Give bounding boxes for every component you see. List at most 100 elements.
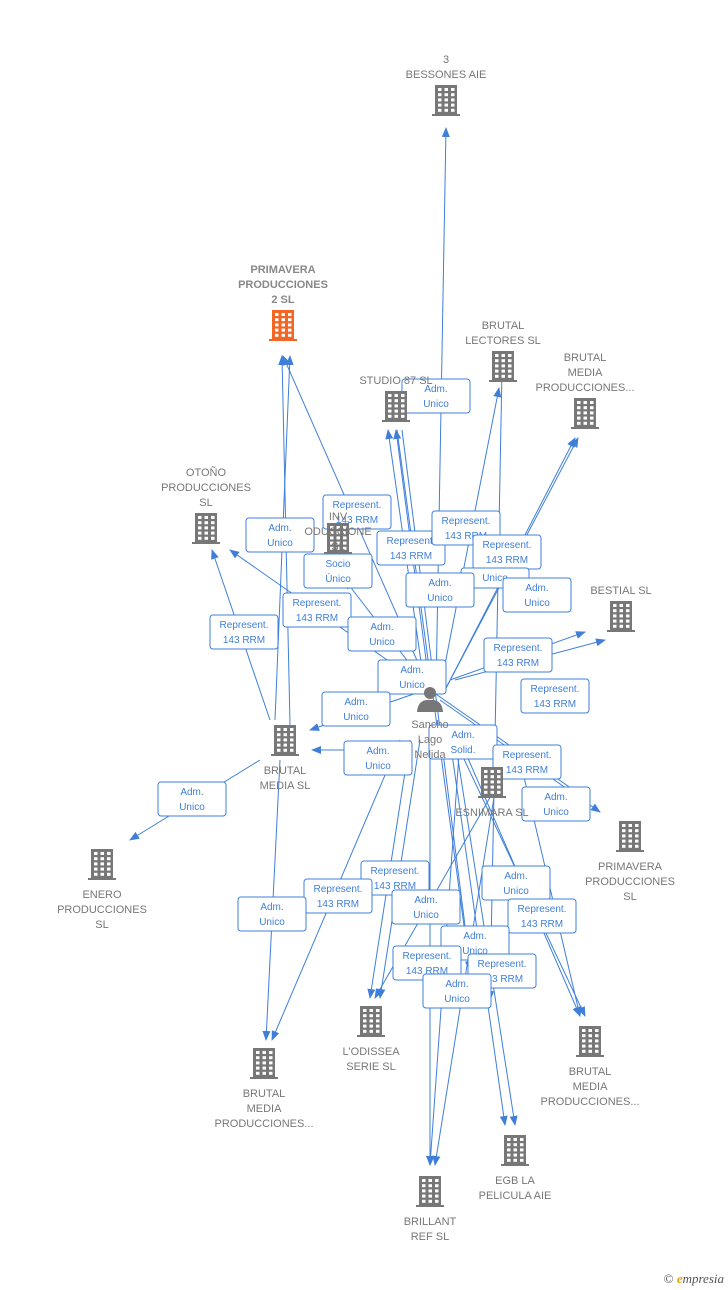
node-label-line: BRILLANT [404, 1216, 457, 1228]
edge-label-text: Represent. [220, 620, 269, 631]
node-label-line: PRODUCCIONES [585, 876, 675, 888]
edge-label-22[interactable]: Adm.Unico [157, 781, 227, 817]
edge-label-27[interactable]: Represent.143 RRM [507, 898, 577, 934]
edge-label-6[interactable]: Represent. 143 RRM [472, 534, 542, 570]
node-label-line: PRIMAVERA [250, 264, 315, 276]
edge-31 [486, 369, 503, 1001]
edge-label-12[interactable]: Adm.Unico [347, 616, 417, 652]
node-label-line: Nelida [414, 749, 446, 761]
edge-label-text: Adm. [424, 384, 447, 395]
edge-label-text: 143 RRM [486, 555, 528, 566]
edge-label-text: Adm. [344, 697, 367, 708]
node-bmp_top[interactable]: BRUTALMEDIAPRODUCCIONES... [535, 352, 635, 429]
edge-label-text: Represent. [503, 750, 552, 761]
node-label-line: INV [329, 511, 348, 523]
edge-label-text: 143 RRM [374, 881, 416, 892]
node-bestial[interactable]: BESTIAL SL [590, 585, 652, 632]
edge-label-20[interactable]: Represent.143 RRM [492, 744, 562, 780]
edge-label-text: 143 RRM [223, 635, 265, 646]
edge-label-10[interactable]: Adm.Unico [502, 577, 572, 613]
node-label-line: ESNIMARA SL [455, 807, 528, 819]
edge-label-text: 143 RRM [317, 899, 359, 910]
edge-label-25[interactable]: Adm.Unico [391, 889, 461, 925]
edge-label-4[interactable]: Adm.Unico [245, 517, 315, 553]
edge-label-text: Unico [503, 886, 529, 897]
person-icon [417, 687, 443, 712]
node-label-line: ENERO [82, 889, 122, 901]
node-label-line: SL [623, 891, 636, 903]
node-label-line: L'ODISSEA [342, 1046, 400, 1058]
node-bmp_left[interactable]: BRUTALMEDIAPRODUCCIONES... [214, 1048, 314, 1130]
edge-label-text: Adm. [428, 578, 451, 589]
edge-label-16[interactable]: Adm.Unico [321, 691, 391, 727]
edge-label-text: Socio [325, 559, 350, 570]
edge-label-28[interactable]: Adm.Unico [237, 896, 307, 932]
edge-label-text: Represent. [478, 959, 527, 970]
edge-label-17[interactable]: Represent.143 RRM [520, 678, 590, 714]
edge-label-text: Represent. [293, 598, 342, 609]
edge-label-text: Adm. [414, 895, 437, 906]
edge-label-text: Único [325, 572, 351, 585]
empresia-logo[interactable]: © empresia [664, 1271, 724, 1287]
edge-label-9[interactable]: Adm.Unico [405, 572, 475, 608]
node-bmp_right[interactable]: BRUTALMEDIAPRODUCCIONES... [540, 1026, 640, 1108]
node-studio87[interactable]: STUDIO 87 SL [359, 375, 433, 422]
edge-label-15[interactable]: Adm.Unico [377, 659, 447, 695]
building-icon [478, 767, 506, 798]
edge-label-11[interactable]: Represent.143 RRM [282, 592, 352, 628]
edge-label-21[interactable]: Adm.Unico [521, 786, 591, 822]
node-esnimara[interactable]: ESNIMARA SL [455, 767, 529, 819]
node-lectores[interactable]: BRUTAL LECTORES SL [465, 320, 541, 382]
node-label-line: Sancho [411, 719, 448, 731]
node-primavera[interactable]: PRIMAVERA PRODUCCIONES SL [585, 821, 675, 903]
node-label-line: BRUTAL [482, 320, 525, 332]
edge-label-text: Represent. [314, 884, 363, 895]
edge-label-text: 143 RRM [406, 966, 448, 977]
person-head [424, 687, 436, 699]
edge-label-1[interactable]: Adm.Unico [401, 378, 471, 414]
node-label-line: STUDIO 87 SL [359, 375, 432, 387]
edge-label-text: Unico [259, 917, 285, 928]
node-label-line: BESSONES AIE [406, 69, 487, 81]
building-icon [88, 849, 116, 880]
building-icon [416, 1176, 444, 1207]
edge-33 [401, 429, 473, 966]
edge-label-19[interactable]: Adm.Unico [343, 740, 413, 776]
building-icon [357, 1006, 385, 1037]
node-label-line: SL [199, 497, 212, 509]
edge-label-24[interactable]: Represent. 143 RRM [303, 878, 373, 914]
edge-32 [396, 429, 473, 971]
edge-label-2[interactable]: Represent.143 RRM [322, 494, 392, 530]
node-label-line: MEDIA [568, 367, 604, 379]
building-icon [271, 725, 299, 756]
edge-label-26[interactable]: Adm.Unico [481, 865, 551, 901]
node-label-line: PRODUCCIONES... [540, 1096, 639, 1108]
edge-label-13[interactable]: Represent. 143 RRM [209, 614, 279, 650]
node-label-line: LECTORES SL [465, 335, 541, 347]
edge-label-14[interactable]: Represent.143 RRM [483, 637, 553, 673]
edge-label-text: Represent. [518, 904, 567, 915]
node-label-line: EGB LA [495, 1175, 535, 1187]
edge-label-text: Adm. [451, 730, 474, 741]
person-body [417, 699, 443, 712]
building-icon [269, 310, 297, 341]
edge-label-text: Represent. [483, 540, 532, 551]
edge-label-3[interactable]: Represent.143 RRM [376, 530, 446, 566]
building-icon [616, 821, 644, 852]
edge-label-text: Unico [524, 598, 550, 609]
node-label-line: PRIMAVERA [598, 861, 663, 873]
edge-label-32[interactable]: Adm.Unico [422, 973, 492, 1009]
edge-label-18[interactable]: Adm.Solid. [428, 724, 498, 760]
